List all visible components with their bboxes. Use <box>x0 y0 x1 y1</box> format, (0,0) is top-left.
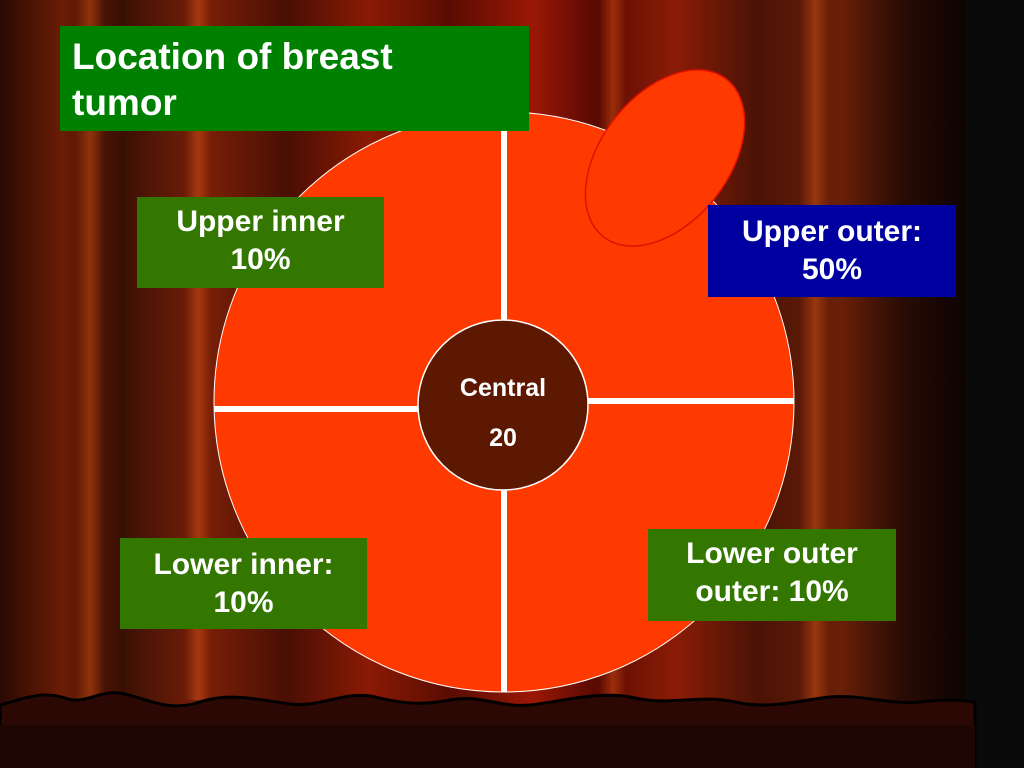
central-name: Central <box>459 374 547 402</box>
upper-inner-label: Upper inner 10% <box>137 197 384 288</box>
central-value: 20 <box>489 424 517 452</box>
title-line-1: Location of breast <box>72 36 393 77</box>
title-line-2: tumor <box>72 82 177 123</box>
upper-outer-name: Upper outer: <box>742 215 922 248</box>
axillary-tail <box>584 69 746 247</box>
title-box: Location of breast tumor <box>60 26 529 131</box>
central-label: Central 20 <box>419 321 587 489</box>
lower-outer-label: Lower outer outer: 10% <box>648 529 896 621</box>
lower-inner-name: Lower inner: <box>153 548 334 581</box>
lower-outer-value: outer: 10% <box>695 575 849 608</box>
lower-inner-label: Lower inner: 10% <box>120 538 367 629</box>
lower-outer-name: Lower outer <box>686 537 858 570</box>
lower-inner-value: 10% <box>213 586 274 619</box>
central-circle-outline <box>417 319 589 491</box>
upper-inner-value: 10% <box>230 243 291 276</box>
upper-outer-value: 50% <box>801 253 863 286</box>
upper-inner-name: Upper inner <box>176 205 345 238</box>
upper-outer-label: Upper outer: 50% <box>708 205 956 297</box>
